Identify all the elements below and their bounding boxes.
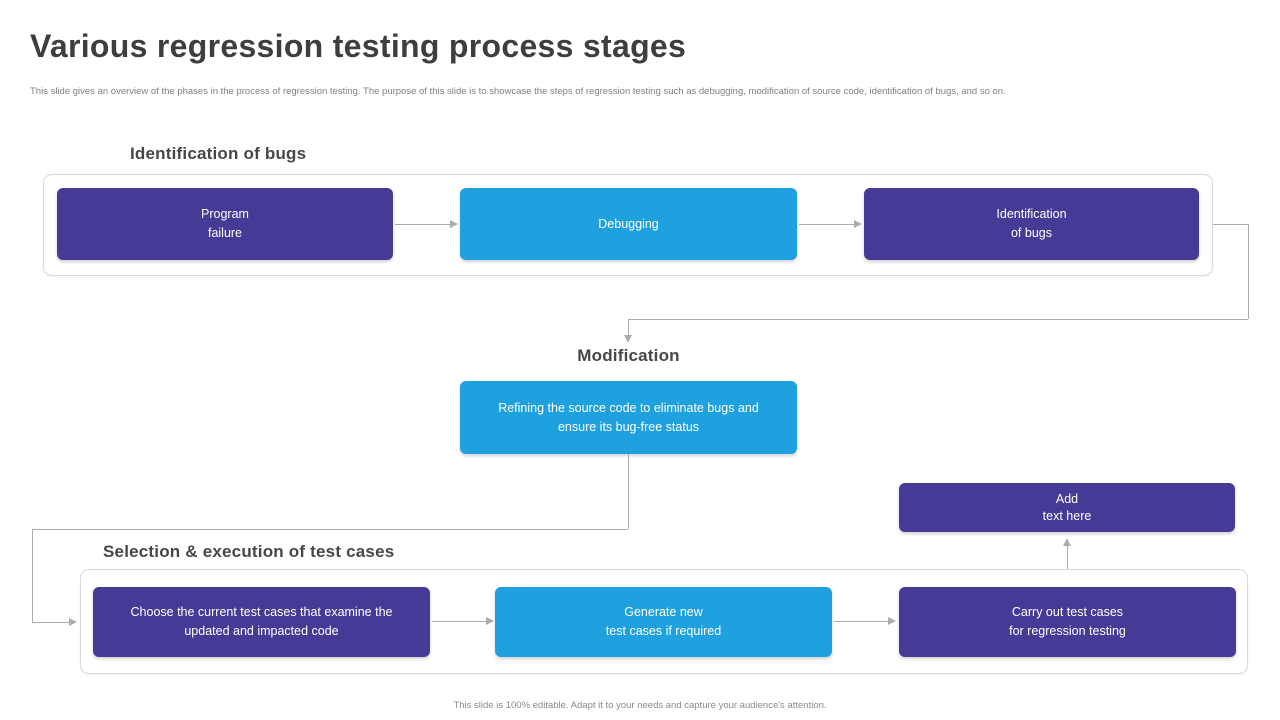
step-box-generate-new-test-cases: Generate new test cases if required [495, 587, 832, 657]
connector-segment [1213, 224, 1248, 225]
step-box-label: Program failure [201, 207, 249, 240]
step-box-label: Debugging [598, 216, 659, 231]
step-box-label: Refining the source code to eliminate bu… [498, 400, 759, 434]
page-title: Various regression testing process stage… [30, 28, 687, 64]
step-box-label: Generate new test cases if required [605, 605, 722, 638]
placeholder-label: Add text here [1042, 491, 1092, 523]
connector-segment [628, 319, 1248, 320]
step-box-identification-of-bugs: Identification of bugs [864, 188, 1199, 260]
footer-note: This slide is 100% editable. Adapt it to… [453, 700, 827, 711]
step-box-program-failure: Program failure [57, 188, 393, 260]
connector-segment [628, 319, 629, 335]
section-heading-selection-execution: Selection & execution of test cases [103, 542, 395, 561]
step-box-label: Identification of bugs [996, 207, 1067, 240]
connector-segment [1248, 224, 1249, 319]
step-box-debugging: Debugging [460, 188, 797, 260]
step-box-refining-source-code: Refining the source code to eliminate bu… [460, 381, 797, 454]
step-box-carry-out-test-cases: Carry out test cases for regression test… [899, 587, 1236, 657]
step-box-label: Carry out test cases for regression test… [1009, 605, 1126, 638]
flow-arrow-right-icon [432, 617, 494, 625]
step-box-label: Choose the current test cases that exami… [130, 605, 393, 638]
flow-arrow-right-icon [834, 617, 896, 625]
connector-segment [1067, 546, 1068, 569]
section-heading-identification-of-bugs: Identification of bugs [130, 144, 307, 163]
connector-segment [32, 529, 33, 622]
flow-arrow-right-icon [799, 220, 862, 228]
connector-segment [32, 529, 628, 530]
section-heading-modification: Modification [577, 346, 680, 365]
connector-segment [628, 454, 629, 529]
placeholder-add-text-box: Add text here [899, 483, 1235, 532]
arrow-up-icon [1063, 538, 1071, 546]
slide-description: This slide gives an overview of the phas… [30, 86, 1006, 97]
arrow-right-icon [32, 618, 77, 626]
step-box-choose-test-cases: Choose the current test cases that exami… [93, 587, 430, 657]
flow-arrow-right-icon [395, 220, 458, 228]
arrow-down-icon [624, 335, 632, 343]
